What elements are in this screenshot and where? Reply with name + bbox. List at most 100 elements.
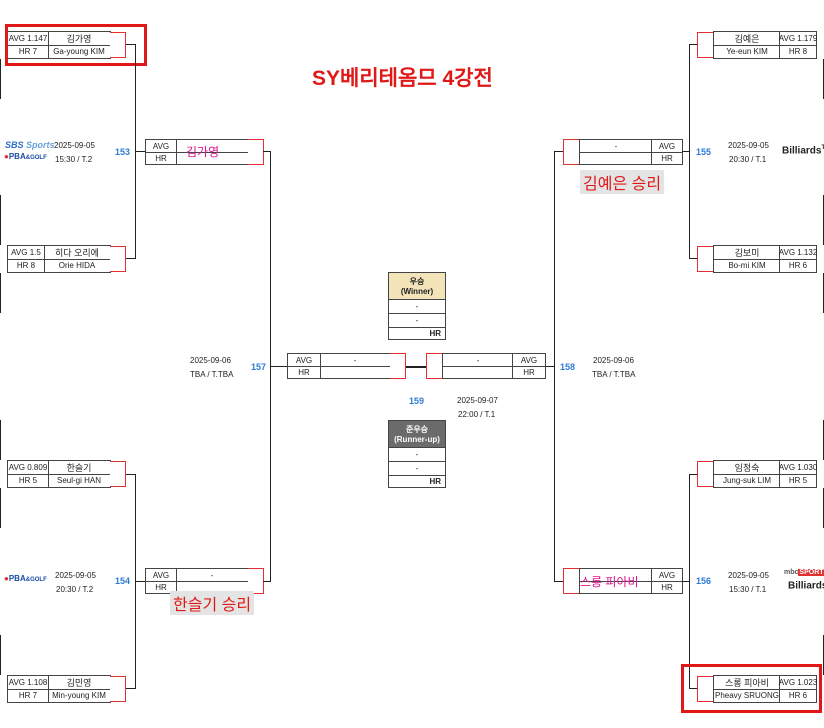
score-tab (563, 568, 579, 594)
bracket-line (0, 59, 1, 99)
avg-label: AVG (288, 354, 321, 366)
bracket-line (0, 420, 1, 460)
avg-value: - (353, 355, 357, 365)
hr-label: HR (146, 581, 177, 593)
runnerup-card: 준우승 (Runner-up) - - HR (388, 420, 446, 488)
player-name-kr: 히다 오리에 (55, 248, 99, 258)
match-time: TBA / T.TBA (592, 370, 636, 379)
player-avg: AVG 1.132 (778, 246, 818, 259)
player-hr: HR 5 (8, 474, 49, 487)
player-name-kr: 김민영 (66, 678, 92, 688)
match-date: 2025-09-07 (457, 396, 498, 405)
avg-value: - (210, 570, 214, 580)
player-name-en: Bo-mi KIM (728, 261, 766, 270)
avg-label: AVG (651, 140, 682, 152)
player-card-kim-bomi[interactable]: 김보미 AVG 1.132 Bo-mi KIM HR 6 (713, 245, 817, 273)
bracket-line (135, 151, 145, 152)
player-name-kr: 임정숙 (734, 463, 760, 473)
player-hr: HR 8 (779, 45, 816, 58)
player-name-en: Seul-gi HAN (56, 476, 101, 485)
broadcaster-logo-sbs: SBS Sports (5, 140, 55, 150)
hr-label: HR (651, 152, 682, 164)
match-time: 15:30 / T.2 (55, 155, 93, 164)
player-name-kr: 김가영 (66, 34, 92, 44)
broadcaster-logo-pba: ●PBA&GOLF (4, 152, 47, 161)
bracket-line (689, 44, 699, 45)
score-tab (697, 32, 713, 58)
bracket-line (126, 44, 136, 45)
player-hr: HR 7 (8, 689, 49, 702)
hr-label: HR (146, 152, 177, 164)
player-avg: AVG 1.179 (778, 32, 818, 45)
player-name-kr: 스롱 피아비 (725, 678, 769, 688)
match-slot-154[interactable]: AVG - HR (145, 568, 249, 594)
player-name-kr: 김예은 (734, 34, 760, 44)
player-hr: HR 6 (779, 259, 816, 272)
score-tab (426, 353, 442, 379)
match-number: 156 (696, 576, 712, 586)
broadcaster-logo-pba: ●PBA&GOLF (4, 574, 47, 583)
match-date: 2025-09-05 (54, 141, 95, 150)
broadcaster-logo-billiards: BilliardsTV (788, 580, 824, 592)
match-number: 155 (696, 147, 712, 157)
bracket-line (0, 273, 1, 313)
score-tab (110, 246, 126, 272)
bracket-line (126, 258, 136, 259)
bracket-line (0, 195, 1, 245)
player-name-en: Jung-suk LIM (722, 476, 772, 485)
match-slot-157[interactable]: AVG- HR (287, 353, 391, 379)
player-name-en: Ga-young KIM (53, 47, 105, 56)
match-time: TBA / T.TBA (190, 370, 234, 379)
match-slot-158[interactable]: -AVG HR (442, 353, 546, 379)
match-date: 2025-09-06 (190, 356, 231, 365)
bracket-line (126, 474, 136, 475)
page-title: SY베리테옴므 4강전 (312, 67, 493, 90)
player-name-en: Orie HIDA (58, 261, 96, 270)
player-name-kr: 김보미 (734, 248, 760, 258)
match-slot-156[interactable]: AVG HR (579, 568, 683, 594)
bracket-line (554, 151, 563, 152)
player-hr: HR 8 (8, 259, 45, 272)
match-date: 2025-09-05 (728, 141, 769, 150)
player-hr: HR 7 (8, 45, 49, 58)
match-slot-155[interactable]: -AVG HR (579, 139, 683, 165)
match-time: 15:30 / T.1 (729, 585, 767, 594)
score-tab (248, 139, 264, 165)
avg-value: - (476, 355, 480, 365)
winner-title: 우승 (409, 277, 425, 286)
bracket-line (0, 635, 1, 675)
match-number: 159 (409, 396, 425, 406)
runnerup-title: 준우승 (405, 425, 429, 434)
player-avg: AVG 0.809 (8, 461, 49, 474)
player-card-hida[interactable]: AVG 1.5 히다 오리에 HR 8 Orie HIDA (7, 245, 111, 273)
runnerup-line2: - (389, 462, 445, 476)
player-avg: AVG 1.5 (8, 246, 45, 259)
match-slot-153[interactable]: AVG HR (145, 139, 249, 165)
score-tab (110, 461, 126, 487)
match-number: 157 (251, 362, 267, 372)
annotation-sruong: 스롱 피아비 (580, 575, 639, 589)
bracket-line (270, 366, 288, 367)
bracket-line (682, 151, 690, 152)
match-number: 153 (115, 147, 131, 157)
hr-label: HR (512, 366, 545, 378)
score-tab (563, 139, 579, 165)
bracket-line (406, 366, 427, 368)
hr-label: HR (651, 581, 682, 593)
player-hr: HR 6 (779, 689, 816, 702)
bracket-line (689, 474, 699, 475)
winner-card: 우승 (Winner) - - HR (388, 272, 446, 340)
bracket-line (546, 366, 555, 367)
player-hr: HR 5 (779, 474, 816, 487)
avg-label: AVG (146, 569, 177, 581)
player-name-en: Pheavy SRUONG (714, 691, 780, 700)
runnerup-sub: (Runner-up) (394, 435, 440, 444)
runnerup-hr: HR (429, 477, 441, 486)
annotation-han-win: 한슬기 승리 (170, 591, 255, 615)
